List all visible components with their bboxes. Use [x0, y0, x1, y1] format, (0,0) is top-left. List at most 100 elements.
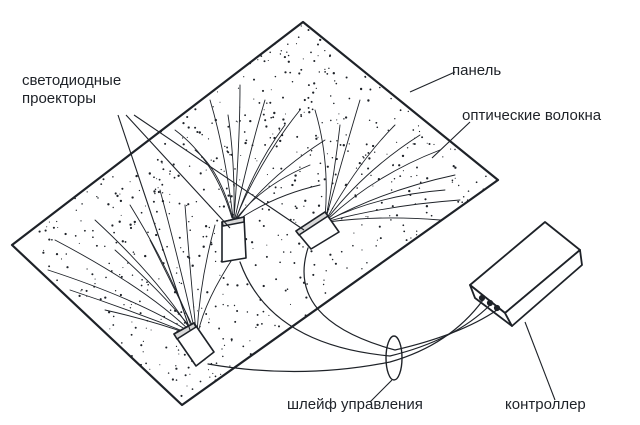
speckle-dot — [277, 325, 281, 328]
speckle-dot — [86, 191, 88, 193]
speckle-dot — [112, 324, 115, 326]
speckle-dot — [249, 119, 252, 123]
speckle-dot — [361, 249, 363, 251]
speckle-dot — [461, 201, 464, 203]
speckle-dot — [294, 174, 297, 177]
speckle-dot — [130, 355, 133, 357]
speckle-dot — [123, 304, 125, 306]
speckle-dot — [270, 89, 272, 91]
speckle-dot — [269, 51, 271, 54]
speckle-dot — [408, 189, 411, 193]
controller-box — [469, 221, 583, 327]
speckle-dot — [191, 388, 194, 390]
speckle-dot — [300, 154, 302, 156]
speckle-dot — [485, 175, 487, 178]
speckle-dot — [309, 154, 312, 156]
speckle-dot — [201, 133, 203, 136]
speckle-dot — [450, 148, 452, 150]
speckle-dot — [410, 175, 412, 178]
speckle-dot — [131, 196, 134, 199]
speckle-dot — [401, 154, 405, 158]
speckle-dot — [266, 244, 268, 246]
controller-right-face — [504, 249, 583, 327]
harness-wire-to-middle-projector — [239, 261, 491, 357]
speckle-dot — [303, 111, 305, 113]
speckle-dot — [210, 243, 213, 246]
speckle-dot — [114, 192, 117, 195]
speckle-dot — [283, 56, 286, 59]
speckle-dot — [376, 126, 379, 129]
speckle-dot — [226, 283, 229, 286]
speckle-dot — [181, 137, 184, 139]
speckle-dot — [295, 207, 298, 210]
speckle-dot — [287, 60, 290, 63]
speckle-dot — [263, 109, 265, 111]
leader-lines — [117, 71, 556, 403]
speckle-dot — [186, 136, 188, 138]
speckle-dot — [261, 208, 264, 210]
speckle-dot — [146, 281, 148, 284]
speckle-dot — [380, 201, 383, 204]
speckle-dot — [304, 199, 307, 202]
speckle-dot — [112, 176, 114, 178]
speckle-dot — [374, 151, 376, 153]
speckle-dot — [133, 253, 136, 255]
speckle-dot — [119, 199, 123, 203]
speckle-dot — [393, 177, 396, 180]
speckle-dot — [142, 340, 144, 342]
speckle-dot — [242, 345, 245, 348]
speckle-dot — [180, 282, 183, 285]
speckle-dot — [81, 203, 83, 205]
speckle-dot — [202, 235, 205, 238]
leader-panel — [409, 71, 456, 93]
speckle-dot — [205, 169, 207, 171]
speckle-dot — [324, 49, 326, 52]
speckle-dot — [307, 96, 310, 99]
speckle-dot — [419, 181, 422, 184]
speckle-dot — [323, 178, 326, 181]
speckle-dot — [315, 87, 317, 89]
speckle-dot — [227, 125, 230, 128]
speckle-dot — [280, 167, 283, 170]
speckle-dot — [326, 165, 329, 168]
speckle-dot — [361, 173, 363, 175]
speckle-dot — [48, 238, 51, 241]
speckle-dot — [153, 190, 156, 193]
speckle-dot — [394, 118, 396, 120]
speckle-dot — [176, 267, 178, 269]
speckle-dot — [310, 150, 313, 152]
speckle-dot — [214, 250, 217, 253]
speckle-dot — [395, 214, 399, 217]
speckle-dot — [399, 109, 402, 112]
speckle-dot — [38, 230, 41, 233]
speckle-dot — [250, 241, 254, 244]
speckle-dot — [249, 353, 252, 356]
speckle-dot — [154, 192, 156, 195]
speckle-dot — [161, 192, 164, 194]
speckle-dot — [331, 156, 334, 159]
speckle-dot — [270, 116, 273, 119]
speckle-dot — [74, 235, 77, 237]
speckle-dot — [172, 163, 175, 166]
speckle-dot — [252, 78, 256, 81]
speckle-dot — [169, 173, 171, 175]
speckle-dot — [205, 313, 208, 315]
speckle-dot — [129, 226, 133, 230]
speckle-dot — [368, 119, 371, 122]
speckle-dot — [246, 311, 249, 313]
speckle-dot — [129, 223, 132, 226]
speckle-dot — [152, 200, 155, 203]
speckle-dot — [298, 72, 301, 75]
speckle-dot — [317, 55, 319, 57]
speckle-dot — [144, 205, 147, 207]
led-projector-middle — [221, 216, 247, 263]
speckle-dot — [296, 135, 299, 138]
speckle-dot — [391, 181, 393, 183]
speckle-dot — [116, 194, 119, 198]
speckle-dot — [175, 365, 177, 367]
speckle-dot — [222, 205, 226, 208]
speckle-dot — [332, 72, 335, 75]
speckle-dot — [99, 298, 102, 301]
speckle-dot — [375, 245, 377, 247]
speckle-dot — [253, 98, 255, 100]
